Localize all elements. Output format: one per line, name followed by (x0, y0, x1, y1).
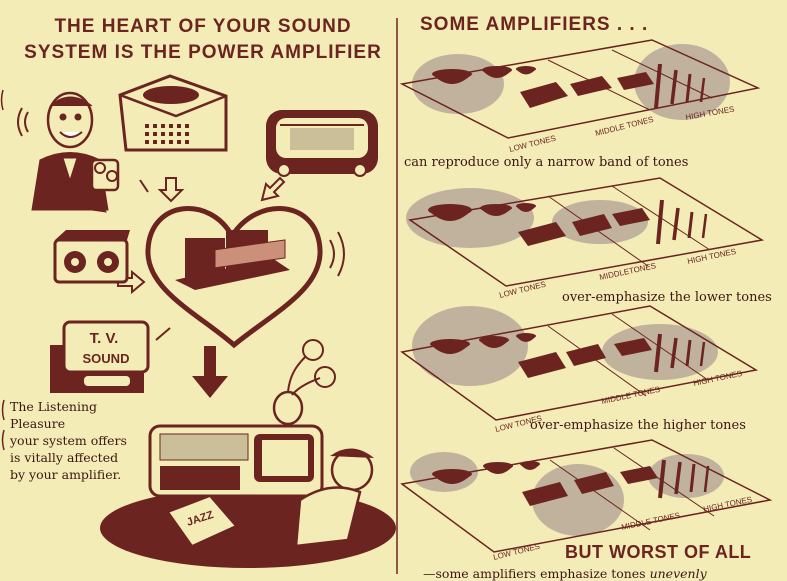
output-arrow (192, 346, 228, 398)
record-player-icon (118, 74, 228, 152)
left-illustration: McIntosh T. V. SOUND (0, 74, 396, 568)
high-tones-label-4: HIGH TONES (703, 495, 753, 514)
tone-panel-1: LOW TONES MIDDLE TONES HIGH TONES (399, 39, 761, 154)
tone-panel-2: LOW TONES MIDDLETONES HIGH TONES (406, 177, 765, 300)
tv-label-line1: T. V. (90, 330, 119, 347)
listening-line-4: by your amplifier. (10, 467, 122, 482)
left-title-line1: THE HEART OF YOUR SOUND (54, 16, 352, 37)
worst-text: —some amplifiers emphasize tones unevenl… (423, 566, 707, 581)
living-room-scene: JAZZ (100, 339, 396, 568)
announcer-figure (17, 91, 120, 213)
amp-brand-label: McIntosh (225, 296, 262, 306)
caption-panel-1: can reproduce only a narrow band of tone… (404, 155, 689, 170)
low-tones-label-4: LOW TONES (492, 542, 540, 562)
binding-marks (0, 89, 5, 451)
middle-tones-label-4: MIDDLE TONES (621, 511, 681, 532)
worst-text-emphasis: unevenly (649, 566, 707, 581)
radio-icon (266, 110, 378, 177)
column-divider (396, 18, 398, 574)
listening-line-2: your system offers (10, 433, 127, 448)
worst-text-main: —some amplifiers emphasize tones (423, 566, 650, 581)
left-title: THE HEART OF YOUR SOUND SYSTEM IS THE PO… (18, 14, 388, 66)
tone-panels: LOW TONES MIDDLE TONES HIGH TONES LOW TO… (399, 39, 773, 562)
listening-line-1: The Listening Pleasure (10, 399, 97, 431)
caption-panel-2: over-emphasize the lower tones (562, 290, 772, 305)
tape-recorder-icon (53, 230, 130, 284)
right-title: SOME AMPLIFIERS . . . (420, 14, 649, 35)
left-title-line2: SYSTEM IS THE POWER AMPLIFIER (24, 42, 382, 63)
middle-tones-label-3: MIDDLE TONES (601, 385, 661, 406)
input-arrows (117, 176, 286, 341)
caption-panel-3: over-emphasize the higher tones (530, 418, 746, 433)
listening-pleasure-text: The Listening Pleasure your system offer… (10, 398, 140, 483)
heart-amplifier: McIntosh (145, 206, 345, 349)
tv-sound-box: T. V. SOUND (50, 320, 150, 393)
tv-label-line2: SOUND (83, 351, 130, 366)
listening-line-3: is vitally affected (10, 450, 119, 465)
worst-title: BUT WORST OF ALL (565, 542, 752, 562)
tone-panel-3: LOW TONES MIDDLE TONES HIGH TONES (400, 305, 759, 434)
